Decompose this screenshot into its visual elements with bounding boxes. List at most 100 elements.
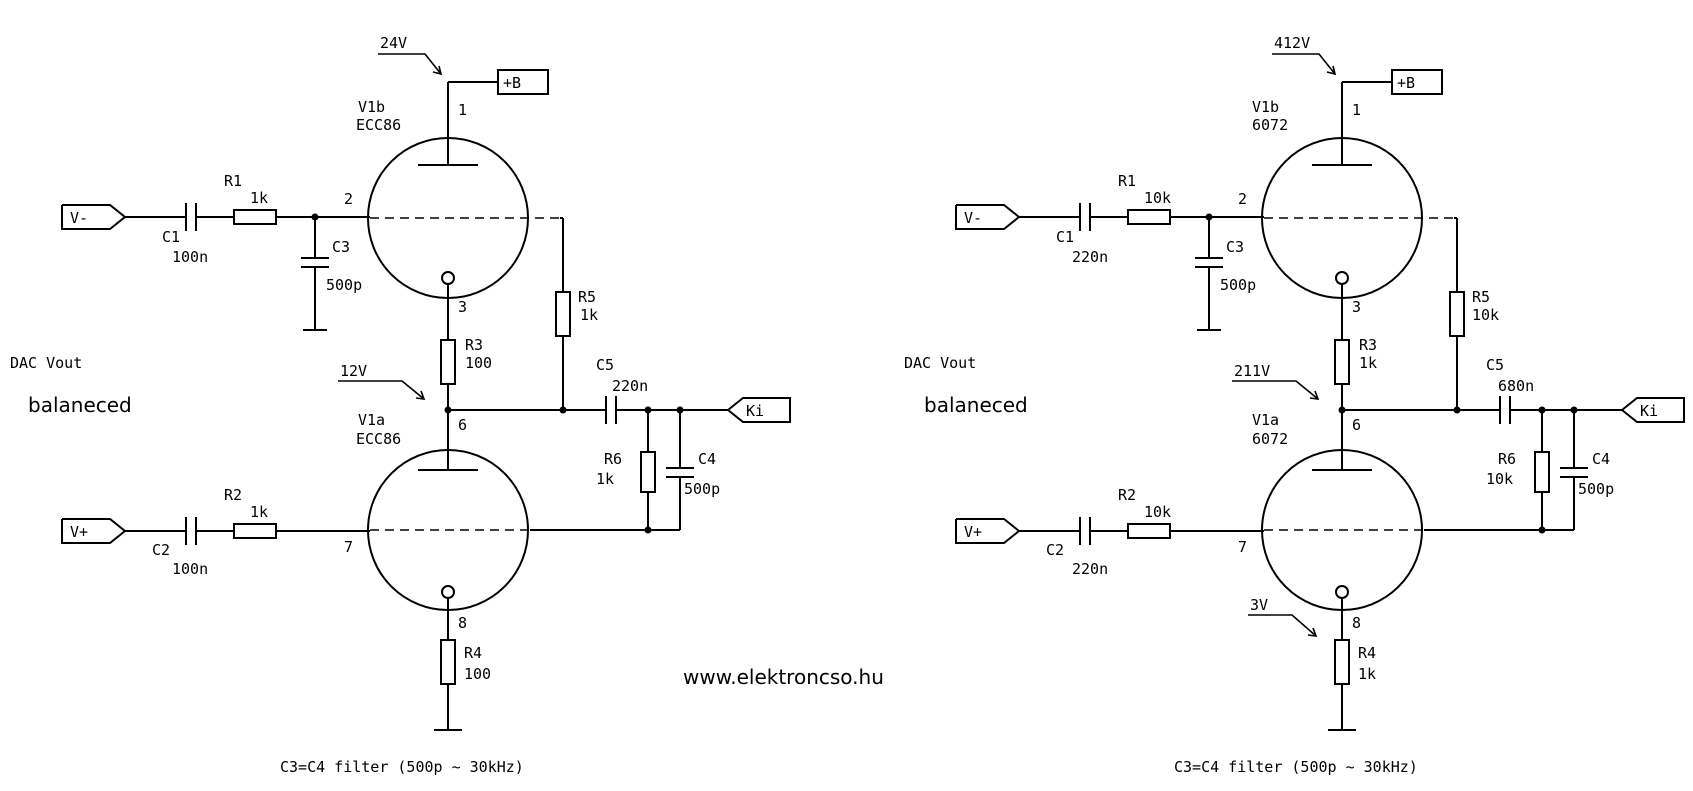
resistor-r1 — [1127, 209, 1171, 225]
supply-voltage-arrow — [1272, 53, 1336, 75]
pin-1-label: 1 — [458, 101, 467, 119]
r6-label: R6 — [1498, 450, 1516, 468]
resistor-r1 — [233, 209, 277, 225]
supply-connector-label: +B — [1397, 74, 1415, 92]
mid-voltage-arrow — [338, 380, 425, 400]
c3-value: 500p — [326, 276, 362, 294]
r1-label: R1 — [1118, 172, 1136, 190]
r1-label: R1 — [224, 172, 242, 190]
input-minus-label: V- — [964, 209, 982, 227]
resistor-r3 — [440, 339, 456, 385]
footer-note: C3=C4 filter (500p ~ 30kHz) — [1174, 758, 1418, 776]
resistor-r4 — [1334, 639, 1350, 685]
resistor-r5 — [1449, 291, 1465, 337]
r4-value: 1k — [1358, 665, 1376, 683]
mid-voltage-label: 211V — [1234, 362, 1270, 380]
dac-vout-label-right: DAC Vout — [904, 354, 976, 372]
pin-3-label: 3 — [458, 298, 467, 316]
resistor-r5 — [555, 291, 571, 337]
pin-2-label: 2 — [344, 190, 353, 208]
pin-6-label: 6 — [458, 416, 467, 434]
pin-1-label: 1 — [1352, 101, 1361, 119]
r1-value: 1k — [250, 189, 268, 207]
r6-value: 1k — [596, 470, 614, 488]
r4-value: 100 — [464, 665, 491, 683]
supply-voltage-label: 412V — [1274, 34, 1310, 52]
r5-value: 10k — [1472, 306, 1499, 324]
resistor-r2 — [1127, 523, 1171, 539]
v1a-cathode — [1335, 585, 1349, 599]
c4-value: 500p — [684, 480, 720, 498]
circuit-left: 24V +B 1 V1b ECC86 3 2 V- C1 100n R1 1k — [61, 34, 791, 776]
r2-label: R2 — [224, 486, 242, 504]
cathode-voltage-label: 3V — [1250, 596, 1268, 614]
c3-label: C3 — [332, 238, 350, 256]
c4-label: C4 — [1592, 450, 1610, 468]
c5-value: 680n — [1498, 377, 1534, 395]
c3-value: 500p — [1220, 276, 1256, 294]
pin-3-label: 3 — [1352, 298, 1361, 316]
r5-label: R5 — [1472, 288, 1490, 306]
dac-vout-label: DAC Vout — [10, 354, 82, 372]
r6-label: R6 — [604, 450, 622, 468]
resistor-r4 — [440, 639, 456, 685]
c5-label: C5 — [1486, 356, 1504, 374]
output-label: Ki — [746, 402, 764, 420]
v1b-type: ECC86 — [356, 116, 401, 134]
input-plus-connector — [955, 518, 1021, 544]
resistor-r3 — [1334, 339, 1350, 385]
r2-value: 10k — [1144, 503, 1171, 521]
v1a-type: ECC86 — [356, 430, 401, 448]
output-connector — [1621, 397, 1685, 423]
v1a-cathode — [441, 585, 455, 599]
c5-label: C5 — [596, 356, 614, 374]
r4-label: R4 — [464, 644, 482, 662]
supply-connector — [448, 69, 549, 95]
pin-2-label: 2 — [1238, 190, 1247, 208]
r5-value: 1k — [580, 306, 598, 324]
mid-voltage-arrow — [1232, 380, 1319, 400]
c4-value: 500p — [1578, 480, 1614, 498]
v1b-type: 6072 — [1252, 116, 1288, 134]
r3-label: R3 — [1359, 336, 1377, 354]
pin-7-label: 7 — [1238, 538, 1247, 556]
mid-voltage-label: 12V — [340, 362, 367, 380]
supply-voltage-label: 24V — [380, 34, 407, 52]
r2-label: R2 — [1118, 486, 1136, 504]
pin-6-label: 6 — [1352, 416, 1361, 434]
v1a-name: V1a — [358, 411, 385, 429]
r3-value: 100 — [465, 354, 492, 372]
balanced-label: balaneced — [28, 393, 132, 417]
pin-8-label: 8 — [1352, 614, 1361, 632]
c1-value: 100n — [172, 248, 208, 266]
input-plus-label: V+ — [70, 523, 88, 541]
c2-label: C2 — [1046, 541, 1064, 559]
v1b-name: V1b — [1252, 98, 1279, 116]
input-plus-connector — [61, 518, 127, 544]
r6-value: 10k — [1486, 470, 1513, 488]
c2-value: 220n — [1072, 560, 1108, 578]
pin-7-label: 7 — [344, 538, 353, 556]
output-connector — [727, 397, 791, 423]
input-plus-label: V+ — [964, 523, 982, 541]
c1-label: C1 — [162, 228, 180, 246]
v1b-name: V1b — [358, 98, 385, 116]
supply-voltage-arrow — [378, 53, 442, 75]
junction-grid-bias — [644, 526, 652, 534]
r1-value: 10k — [1144, 189, 1171, 207]
footer-note: C3=C4 filter (500p ~ 30kHz) — [280, 758, 524, 776]
input-minus-label: V- — [70, 209, 88, 227]
v1b-cathode — [1335, 271, 1349, 285]
c2-label: C2 — [152, 541, 170, 559]
resistor-r2 — [233, 523, 277, 539]
input-minus-connector — [955, 204, 1021, 230]
c4-label: C4 — [698, 450, 716, 468]
c1-value: 220n — [1072, 248, 1108, 266]
c2-value: 100n — [172, 560, 208, 578]
cathode-voltage-arrow — [1248, 614, 1317, 637]
balanced-label-right: balaneced — [924, 393, 1028, 417]
resistor-r6 — [1534, 451, 1550, 493]
output-label: Ki — [1640, 402, 1658, 420]
c5-value: 220n — [612, 377, 648, 395]
